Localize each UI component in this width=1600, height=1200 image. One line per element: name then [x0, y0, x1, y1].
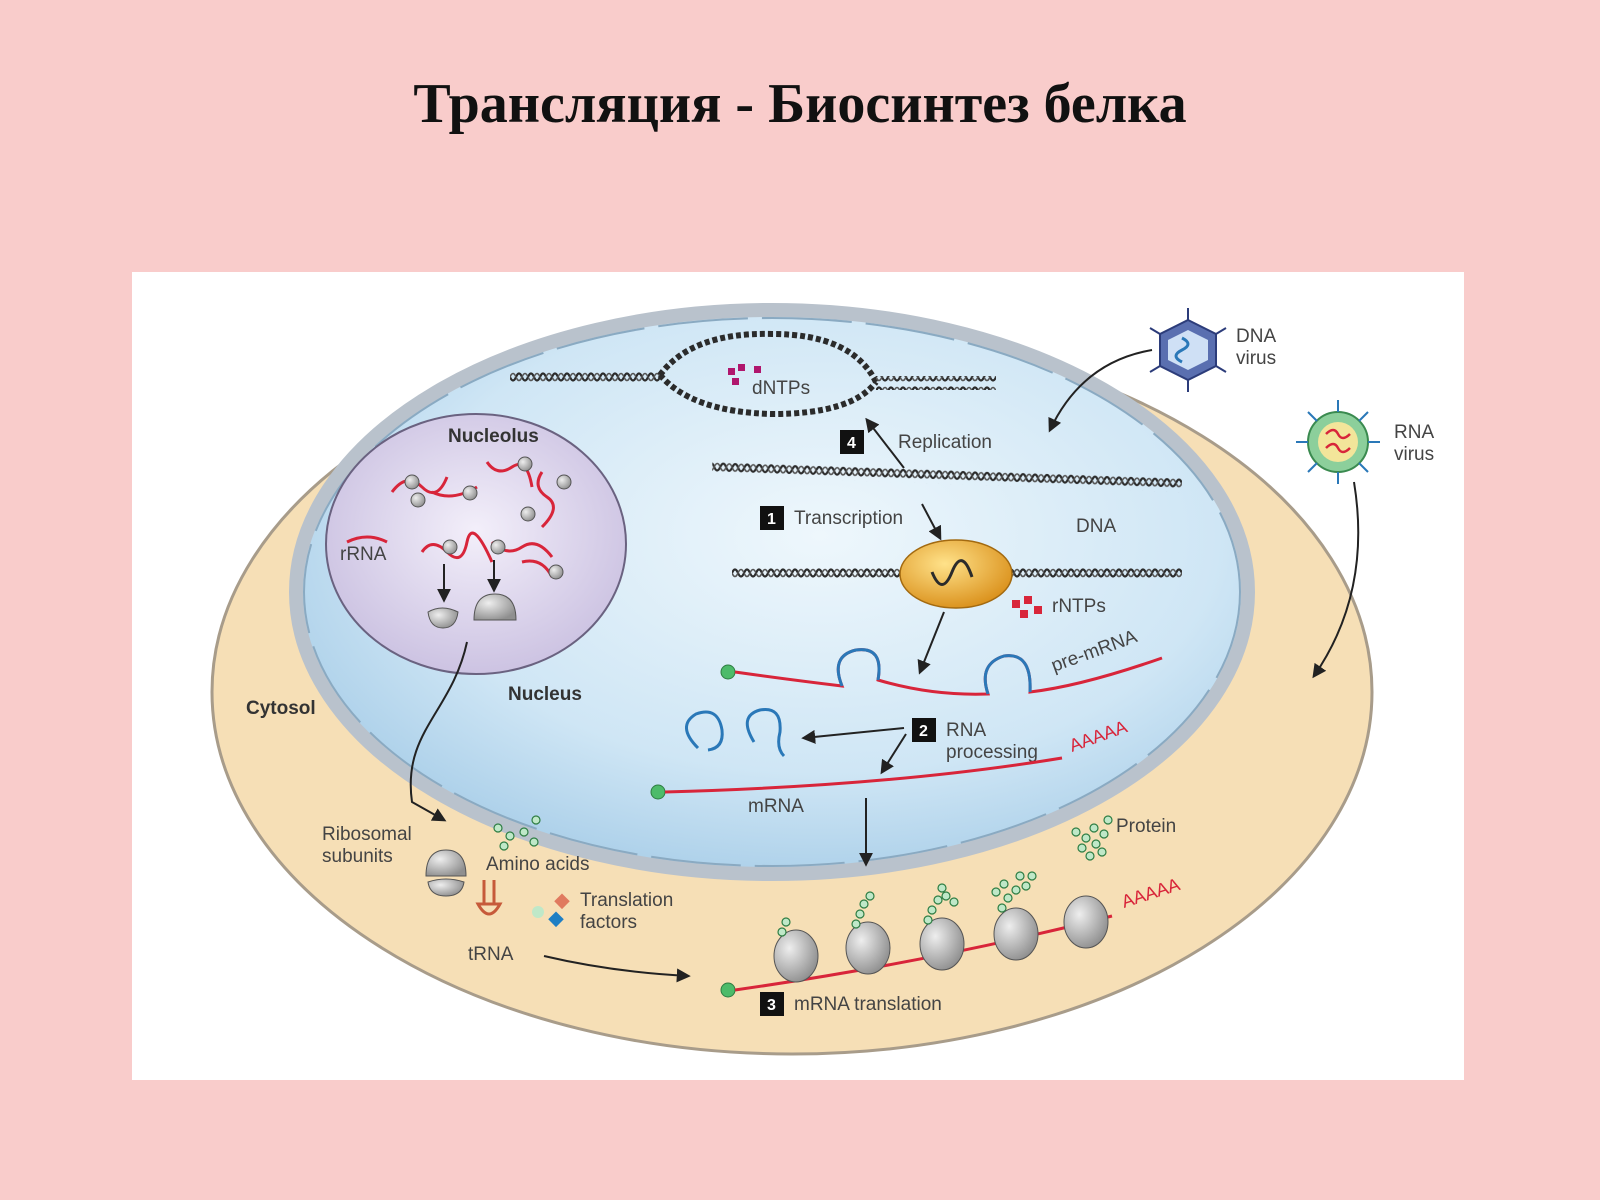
transcription-label: Transcription	[794, 508, 903, 529]
translating-ribosomes	[773, 895, 1109, 983]
ribosomal-subunits-label-1: Ribosomal	[322, 824, 412, 845]
step-3-badge: 3	[767, 997, 776, 1014]
translation-factors-label-1: Translation	[580, 890, 673, 911]
rna-processing-label-2: processing	[946, 742, 1038, 763]
translation-factors-label-2: factors	[580, 912, 637, 933]
amino-acid-cluster	[493, 815, 541, 851]
pre-mrna	[720, 648, 1163, 696]
large-ribosomal-subunit	[473, 593, 517, 621]
slide-title: Трансляция - Биосинтез белка	[413, 73, 1187, 135]
step-1-badge: 1	[767, 511, 776, 528]
cytosol-large-subunit	[425, 849, 467, 877]
step-4-badge: 4	[847, 435, 856, 452]
rntps-squares	[1012, 596, 1042, 618]
nucleolus	[325, 413, 627, 675]
step-2-badge: 2	[919, 723, 928, 740]
mrna-label: mRNA	[748, 796, 804, 817]
cell-diagram: Nucleolus rRNA Nucleus Cytosol dNTPs 4 R…	[210, 303, 1434, 1056]
trna-icon	[475, 880, 503, 916]
excised-introns	[685, 707, 786, 758]
nucleus-label: Nucleus	[508, 684, 582, 705]
nucleolus-label: Nucleolus	[448, 426, 539, 447]
dna-virus-label-1: DNA	[1236, 326, 1276, 347]
rna-polymerase	[899, 539, 1013, 609]
ribosomal-subunits-label-2: subunits	[322, 846, 393, 867]
dntps-squares	[728, 364, 761, 385]
dna-label: DNA	[1076, 516, 1116, 537]
rna-processing-label-1: RNA	[946, 720, 986, 741]
cytosol-label: Cytosol	[246, 698, 316, 719]
dna-virus-icon	[1149, 308, 1227, 392]
dna-double-helix	[711, 461, 1183, 493]
rna-virus-label-1: RNA	[1394, 422, 1434, 443]
rna-virus-icon	[1296, 400, 1380, 484]
nascent-protein-chains	[777, 871, 1037, 937]
dntps-label: dNTPs	[752, 378, 810, 399]
dna-virus-label-2: virus	[1236, 348, 1276, 369]
cytosol-small-subunit	[427, 878, 465, 897]
rrna-label: rRNA	[340, 544, 387, 565]
released-protein	[1071, 815, 1113, 861]
nuclear-envelope-inner	[303, 317, 1241, 867]
mature-mrna	[650, 756, 1063, 800]
rna-virus-label-2: virus	[1394, 444, 1434, 465]
small-ribosomal-subunit	[427, 607, 459, 629]
protein-label: Protein	[1116, 816, 1176, 837]
trna-label: tRNA	[468, 944, 514, 965]
replication-dna	[510, 330, 996, 418]
rntps-label: rNTPs	[1052, 596, 1106, 617]
cell-diagram-panel: Nucleolus rRNA Nucleus Cytosol dNTPs 4 R…	[132, 272, 1464, 1080]
amino-acids-label: Amino acids	[486, 854, 590, 875]
nucleolus-particles	[404, 456, 572, 580]
mrna-translation-label: mRNA translation	[794, 994, 942, 1015]
replication-label: Replication	[898, 432, 992, 453]
